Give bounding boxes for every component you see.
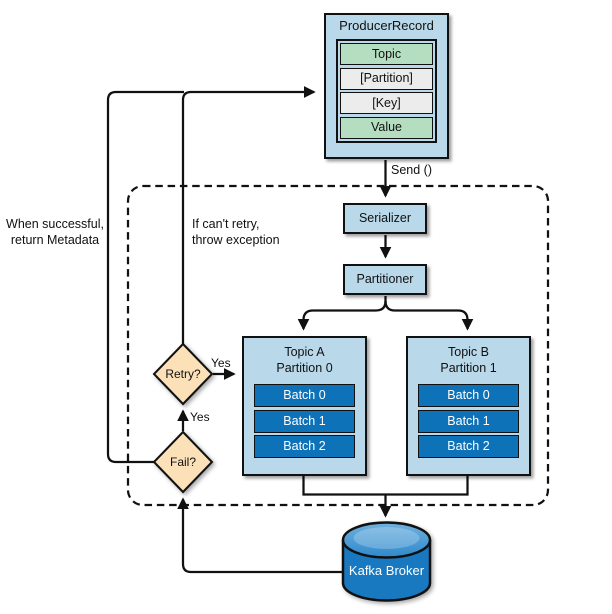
batch-row: Batch 1 — [418, 409, 519, 433]
serializer-box: Serializer — [343, 203, 427, 234]
retry-decision-diamond — [152, 342, 214, 406]
producer-record-box: ProducerRecord Topic [Partition] [Key] V… — [324, 13, 449, 159]
partition-a-title: Topic A Partition 0 — [276, 345, 333, 375]
send-call-label: Send () — [391, 163, 432, 177]
batch-row: Batch 1 — [254, 409, 355, 433]
batch-row: Batch 0 — [254, 384, 355, 407]
success-metadata-note: When successful, return Metadata — [6, 217, 104, 248]
kafka-broker-cylinder — [341, 521, 432, 602]
fail-decision-diamond — [152, 430, 214, 494]
retry-decision-label: Retry? — [165, 367, 201, 381]
producer-internals-dashed-border — [126, 184, 550, 507]
field-value: Value — [340, 116, 433, 139]
producer-record-title: ProducerRecord — [339, 18, 434, 34]
split-to-partition-a-arrow — [297, 300, 387, 331]
fail-decision-label: Fail? — [169, 455, 196, 469]
partition-b-batches: Batch 0 Batch 1 Batch 2 — [418, 384, 519, 461]
cant-retry-exception-note: If can't retry, throw exception — [192, 217, 280, 248]
retry-no-throw-line — [181, 86, 316, 344]
partitions-merge-line — [302, 476, 469, 496]
field-key: [Key] — [340, 92, 433, 114]
split-to-partition-b-arrow — [384, 300, 474, 331]
topic-a-partition-0-box: Topic A Partition 0 Batch 0 Batch 1 Batc… — [242, 336, 367, 476]
partition-b-title: Topic B Partition 1 — [440, 345, 497, 375]
partition-a-batches: Batch 0 Batch 1 Batch 2 — [254, 384, 355, 461]
field-partition: [Partition] — [340, 67, 433, 90]
partitioner-box: Partitioner — [343, 264, 427, 295]
batch-row: Batch 0 — [418, 384, 519, 407]
batch-row: Batch 2 — [418, 435, 519, 458]
broker-to-fail-arrow — [177, 497, 345, 574]
producer-record-fields: Topic [Partition] [Key] Value — [336, 39, 437, 143]
topic-b-partition-1-box: Topic B Partition 1 Batch 0 Batch 1 Batc… — [406, 336, 531, 476]
fail-yes-label: Yes — [190, 410, 210, 424]
fail-no-return-line — [106, 90, 184, 464]
field-topic: Topic — [340, 43, 433, 65]
batch-row: Batch 2 — [254, 435, 355, 458]
kafka-broker-label: Kafka Broker — [348, 563, 425, 578]
retry-yes-label: Yes — [211, 356, 231, 370]
